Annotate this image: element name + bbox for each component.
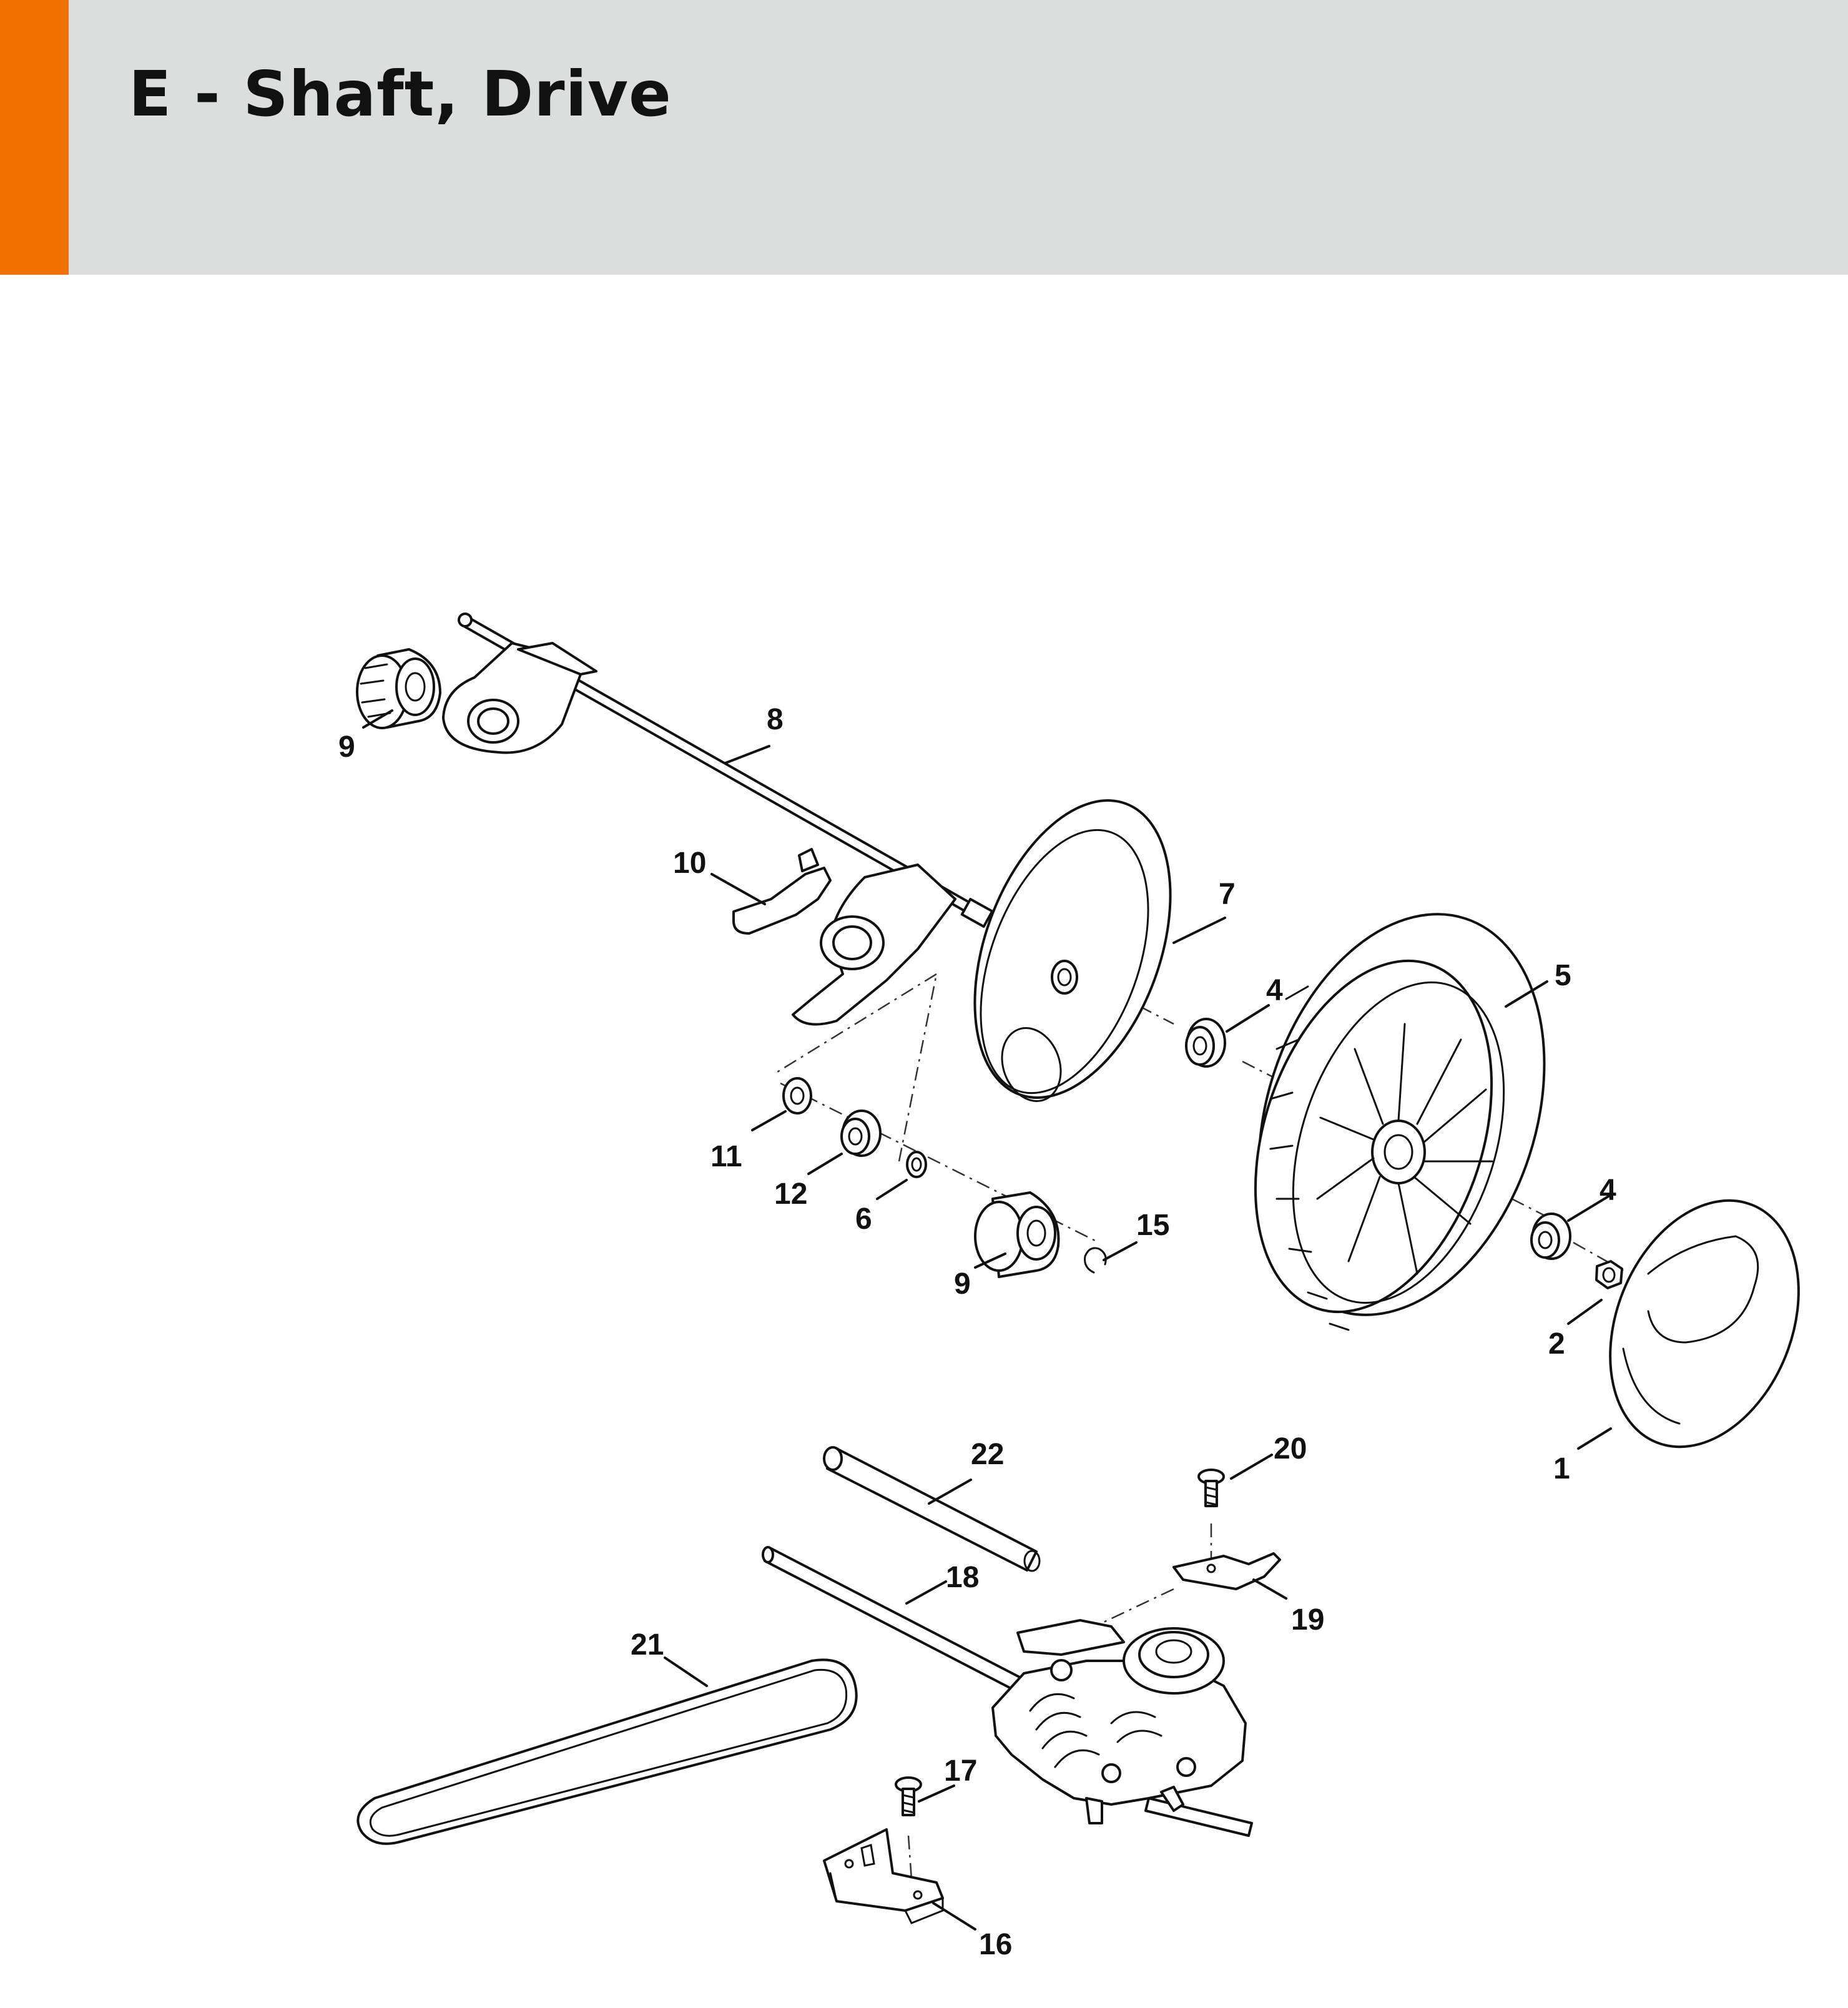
callout-2: 2 xyxy=(1548,1327,1565,1361)
page-header xyxy=(0,0,1848,275)
part-bearing-wheel xyxy=(1530,1213,1571,1260)
part-gearbox xyxy=(991,1619,1247,1824)
callout-7: 7 xyxy=(1219,878,1236,911)
part-wheel-cover xyxy=(973,799,1172,1102)
part-bearing-upper xyxy=(1185,1018,1226,1068)
callout-12: 12 xyxy=(774,1178,807,1211)
callout-10: 10 xyxy=(673,847,706,880)
callout-19: 19 xyxy=(1291,1603,1324,1636)
part-drive-shaft xyxy=(442,613,994,1026)
header-accent-bar xyxy=(0,0,69,275)
callout-1: 1 xyxy=(1553,1452,1570,1485)
callout-11: 11 xyxy=(710,1140,742,1173)
callout-5: 5 xyxy=(1555,959,1571,992)
callout-21: 21 xyxy=(631,1628,664,1661)
part-pinion-upper xyxy=(356,648,441,729)
callout-4-wheel: 4 xyxy=(1600,1174,1616,1207)
part-ring xyxy=(906,1151,927,1178)
callout-9: 9 xyxy=(338,731,355,764)
callout-20: 20 xyxy=(1274,1432,1307,1465)
callout-17: 17 xyxy=(944,1755,977,1788)
part-nut xyxy=(1595,1260,1623,1289)
part-screw-upper xyxy=(1197,1469,1225,1507)
part-v-belt xyxy=(356,1658,858,1845)
callout-8: 8 xyxy=(767,703,784,736)
page-title: E - Shaft, Drive xyxy=(129,57,672,130)
callout-15: 15 xyxy=(1136,1209,1169,1242)
part-wheel xyxy=(1254,913,1546,1331)
part-tube xyxy=(823,1446,1041,1572)
callout-18: 18 xyxy=(946,1561,979,1594)
part-plate xyxy=(1172,1552,1281,1590)
part-pinion-lower xyxy=(974,1191,1060,1278)
part-washer xyxy=(782,1077,812,1115)
callout-labels: 9 8 10 7 4 5 11 12 6 9 15 4 2 1 22 20 18… xyxy=(338,703,1616,1961)
callout-9-lower: 9 xyxy=(954,1267,971,1301)
part-circlip xyxy=(1084,1247,1107,1274)
part-bearing-lower xyxy=(840,1110,882,1157)
part-mounting-bracket xyxy=(823,1828,944,1924)
part-clip xyxy=(732,848,832,935)
leader-lines xyxy=(362,709,1612,1931)
callout-4: 4 xyxy=(1266,974,1283,1007)
part-hub-cap xyxy=(1609,1199,1800,1449)
callout-22: 22 xyxy=(971,1438,1004,1471)
callout-6: 6 xyxy=(855,1203,872,1236)
part-screw-lower xyxy=(895,1776,922,1816)
callout-16: 16 xyxy=(979,1928,1012,1961)
